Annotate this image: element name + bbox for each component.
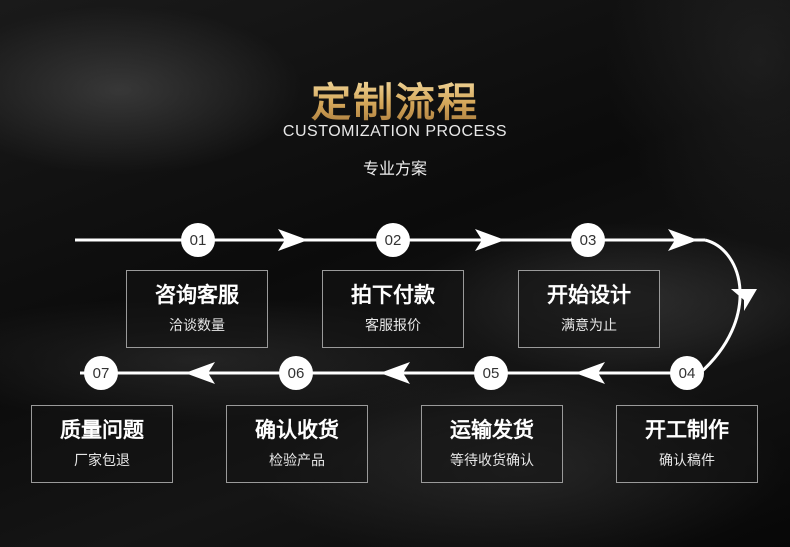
- step-title: 咨询客服: [155, 283, 239, 308]
- step-description: 满意为止: [561, 317, 617, 334]
- step-card-4: 开工制作 确认稿件: [616, 405, 758, 483]
- step-number-3: 03: [571, 223, 605, 257]
- step-number-2: 02: [376, 223, 410, 257]
- step-description: 确认稿件: [659, 452, 715, 469]
- step-title: 确认收货: [255, 418, 339, 443]
- step-number-1: 01: [181, 223, 215, 257]
- arrow-right-icon: [475, 229, 505, 251]
- arrow-left-icon: [380, 362, 410, 384]
- step-title: 拍下付款: [351, 283, 435, 308]
- step-title: 运输发货: [450, 418, 534, 443]
- step-description: 等待收货确认: [450, 452, 534, 469]
- subtitle-english: CUSTOMIZATION PROCESS: [282, 123, 508, 140]
- step-card-6: 确认收货 检验产品: [226, 405, 368, 483]
- arrow-left-icon: [575, 362, 605, 384]
- step-number-6: 06: [279, 356, 313, 390]
- arrow-down-icon: [731, 289, 757, 311]
- step-title: 开始设计: [547, 283, 631, 308]
- step-description: 洽谈数量: [169, 317, 225, 334]
- arrow-right-icon: [668, 229, 698, 251]
- step-number-7: 07: [84, 356, 118, 390]
- step-number-5: 05: [474, 356, 508, 390]
- arrow-right-icon: [278, 229, 308, 251]
- step-title: 质量问题: [60, 418, 144, 443]
- subtitle-chinese: 专业方案: [362, 159, 427, 178]
- step-description: 客服报价: [365, 317, 421, 334]
- step-card-7: 质量问题 厂家包退: [31, 405, 173, 483]
- right-curve-line: [699, 238, 742, 375]
- arrow-left-icon: [185, 362, 215, 384]
- step-description: 厂家包退: [74, 452, 130, 469]
- page-title: 定制流程: [0, 70, 790, 128]
- step-card-3: 开始设计 满意为止: [518, 270, 660, 348]
- step-title: 开工制作: [645, 418, 729, 443]
- step-card-1: 咨询客服 洽谈数量: [126, 270, 268, 348]
- step-number-4: 04: [670, 356, 704, 390]
- step-description: 检验产品: [269, 452, 325, 469]
- step-card-5: 运输发货 等待收货确认: [421, 405, 563, 483]
- step-card-2: 拍下付款 客服报价: [322, 270, 464, 348]
